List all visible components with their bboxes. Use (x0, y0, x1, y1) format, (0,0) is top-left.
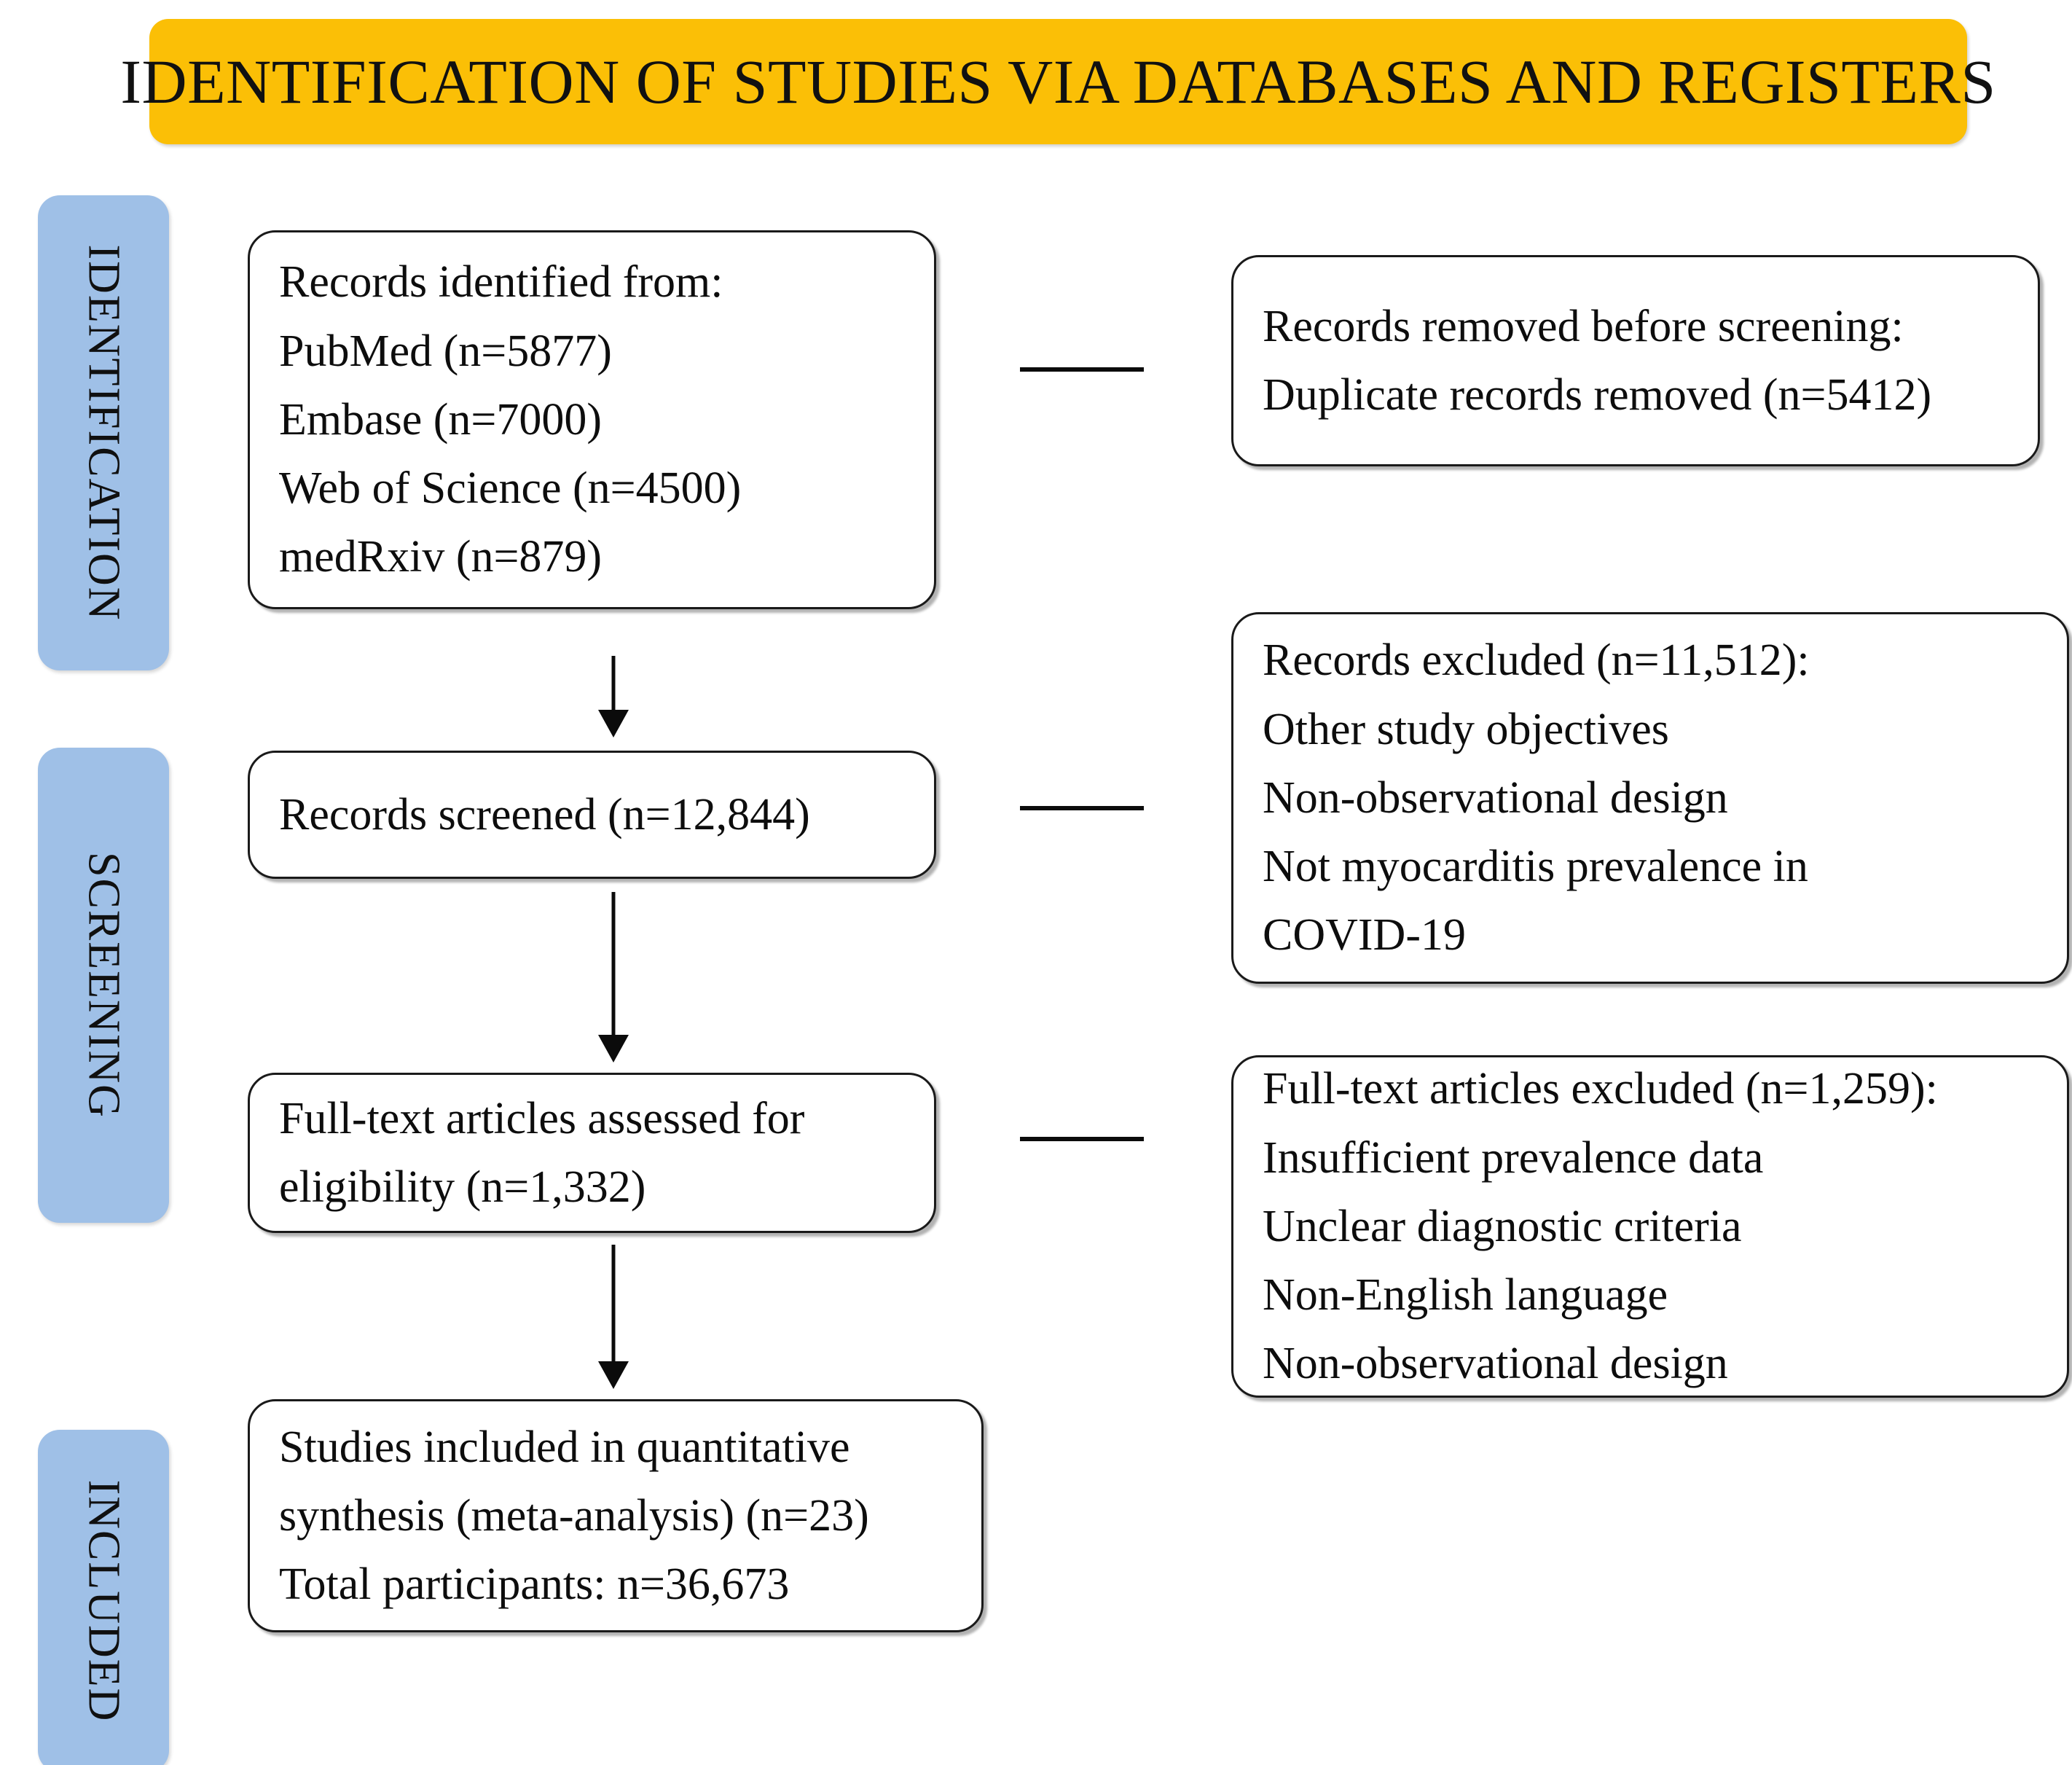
node-line: eligibility (n=1,332) (279, 1162, 646, 1212)
diagram-header-banner: IDENTIFICATION OF STUDIES VIA DATABASES … (120, 19, 1996, 144)
node-line: Web of Science (n=4500) (279, 463, 742, 514)
arrow-down-icon (598, 656, 629, 737)
node-line: synthesis (meta-analysis) (n=23) (279, 1490, 869, 1541)
node-line: Not myocarditis prevalence in (1263, 842, 1808, 892)
node-line: Non-English language (1263, 1270, 1668, 1320)
node-line: Records excluded (n=11,512): (1263, 635, 1810, 686)
connector-line-identified-to-removed (1020, 367, 1144, 372)
node-line: COVID-19 (1263, 910, 1466, 960)
node-line: Embase (n=7000) (279, 394, 603, 445)
stage-label-screening: SCREENING (79, 852, 129, 1119)
arrow-shaft (611, 1245, 616, 1361)
node-line: Records screened (n=12,844) (279, 789, 810, 840)
node-line: Other study objectives (1263, 704, 1669, 754)
stage-bar-included: INCLUDED (38, 1430, 169, 1765)
node-line: Records removed before screening: (1263, 301, 1904, 351)
arrow-shaft (611, 656, 616, 710)
node-line: Non-observational design (1263, 1339, 1728, 1389)
connector-line-fulltext-to-excluded (1020, 1137, 1144, 1141)
node-records-excluded: Records excluded (n=11,512): Other study… (1231, 612, 2069, 984)
node-studies-included: Studies included in quantitative synthes… (248, 1399, 984, 1632)
node-line: Full-text articles excluded (n=1,259): (1263, 1064, 1938, 1114)
arrow-down-icon (598, 892, 629, 1062)
node-fulltext-excluded: Full-text articles excluded (n=1,259): I… (1231, 1055, 2069, 1398)
stage-label-included: INCLUDED (79, 1479, 129, 1723)
arrow-head (598, 1035, 629, 1062)
stage-label-identification: IDENTIFICATION (79, 244, 129, 622)
node-records-removed-before-screening: Records removed before screening: Duplic… (1231, 255, 2040, 466)
arrow-shaft (611, 892, 616, 1035)
stage-bar-identification: IDENTIFICATION (38, 195, 169, 670)
node-line: Unclear diagnostic criteria (1263, 1201, 1742, 1251)
connector-line-screened-to-excluded (1020, 806, 1144, 810)
node-records-identified: Records identified from: PubMed (n=5877)… (248, 230, 936, 609)
node-line: Studies included in quantitative (279, 1422, 850, 1472)
arrow-down-icon (598, 1245, 629, 1389)
node-line: Records identified from: (279, 257, 723, 308)
node-line: Full-text articles assessed for (279, 1093, 805, 1143)
node-line: PubMed (n=5877) (279, 326, 612, 376)
node-line: medRxiv (n=879) (279, 532, 603, 582)
arrow-head (598, 1361, 629, 1389)
node-line: Total participants: n=36,673 (279, 1559, 790, 1610)
node-fulltext-assessed: Full-text articles assessed for eligibil… (248, 1073, 936, 1233)
node-line: Duplicate records removed (n=5412) (1263, 370, 1932, 420)
page-title: IDENTIFICATION OF STUDIES VIA DATABASES … (120, 47, 1996, 117)
node-records-screened: Records screened (n=12,844) (248, 751, 936, 879)
stage-bar-screening: SCREENING (38, 748, 169, 1223)
arrow-head (598, 710, 629, 737)
node-line: Non-observational design (1263, 772, 1728, 823)
node-line: Insufficient prevalence data (1263, 1132, 1764, 1183)
